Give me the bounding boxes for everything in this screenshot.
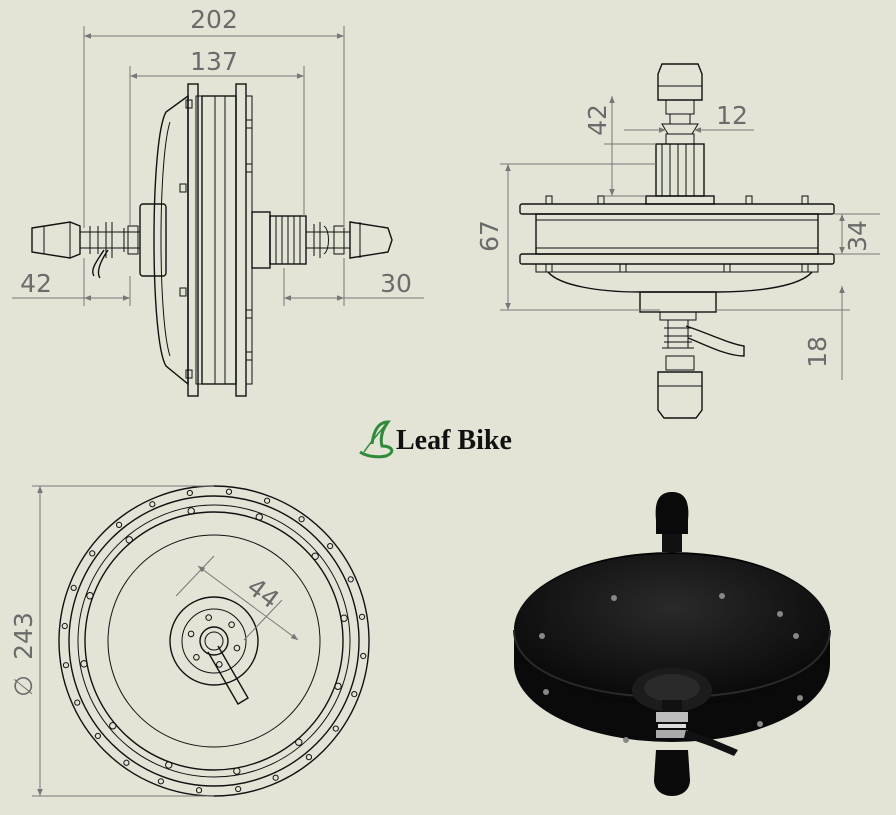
bolt-hole	[305, 754, 313, 761]
dim-diameter-symbol: ∅	[9, 675, 38, 697]
bolt-hole	[86, 592, 94, 600]
bolt-hole	[123, 759, 130, 766]
bolt-hole	[347, 576, 354, 583]
bolt-hole	[157, 778, 165, 785]
bolt-hole	[334, 682, 342, 690]
rendered-hub	[513, 492, 831, 796]
bolt-hole	[89, 550, 96, 557]
bolt-hole	[193, 654, 200, 661]
bolt-hole	[351, 690, 358, 698]
outer-bolt-ring	[61, 488, 367, 794]
bolt-hole	[70, 584, 77, 592]
bolt-hole	[62, 662, 70, 669]
bolt-hole	[94, 732, 101, 740]
dim-right-axle: 30	[380, 269, 412, 298]
dim-axle-length: 42	[583, 104, 612, 136]
bolt-hole	[205, 614, 212, 621]
bolt-hole	[228, 621, 235, 628]
bolt-hole	[358, 613, 366, 620]
bolt-hole	[340, 614, 348, 622]
dim-hub-width: 137	[190, 47, 238, 76]
bolt-hole	[295, 738, 303, 746]
bolt-hole	[360, 652, 367, 660]
bolt-hole	[272, 774, 279, 781]
bolt-hole	[327, 542, 334, 550]
leaf-icon	[359, 420, 394, 459]
bolt-hole	[109, 722, 117, 730]
bolt-hole	[195, 787, 203, 794]
bolt-hole	[255, 513, 263, 521]
bolt-hole	[235, 785, 242, 793]
bolt-hole	[311, 552, 319, 560]
brand-logo: Leaf Bike	[359, 420, 512, 459]
dim-bolt-circle: 44	[242, 572, 285, 614]
dim-left-axle: 42	[20, 269, 52, 298]
dim-outer-diameter: 243	[9, 612, 38, 660]
face-view: 44 ∅ 243	[9, 485, 370, 797]
dim-lower-axle: 18	[803, 336, 832, 368]
bolt-hole	[298, 516, 305, 523]
bolt-hole	[74, 699, 81, 706]
brand-name: Leaf Bike	[396, 425, 512, 456]
hub-bolt-ring	[187, 614, 241, 668]
bolt-hole	[165, 761, 173, 769]
bolt-hole	[332, 725, 339, 732]
bolt-hole	[216, 661, 223, 668]
bolt-hole	[225, 488, 233, 495]
section-view: 42 12 67 34 18	[475, 63, 880, 419]
dim-axle-diameter: 12	[716, 101, 748, 130]
dim-overall-width: 202	[190, 5, 238, 34]
bolt-hole	[149, 501, 156, 508]
bolt-hole	[263, 497, 271, 504]
dim-rim-height: 34	[843, 220, 872, 252]
bolt-hole	[187, 507, 195, 515]
inner-bolt-ring	[80, 507, 348, 775]
bolt-hole	[186, 489, 193, 497]
bolt-hole	[80, 660, 88, 668]
bolt-hole	[233, 644, 241, 652]
dim-flange-height: 67	[475, 220, 504, 252]
bolt-hole	[187, 630, 195, 638]
bolt-hole	[61, 622, 68, 630]
side-view: 202 137 42 30	[12, 5, 424, 397]
bolt-hole	[233, 767, 241, 775]
bolt-hole	[115, 521, 123, 528]
bolt-hole	[125, 536, 133, 544]
